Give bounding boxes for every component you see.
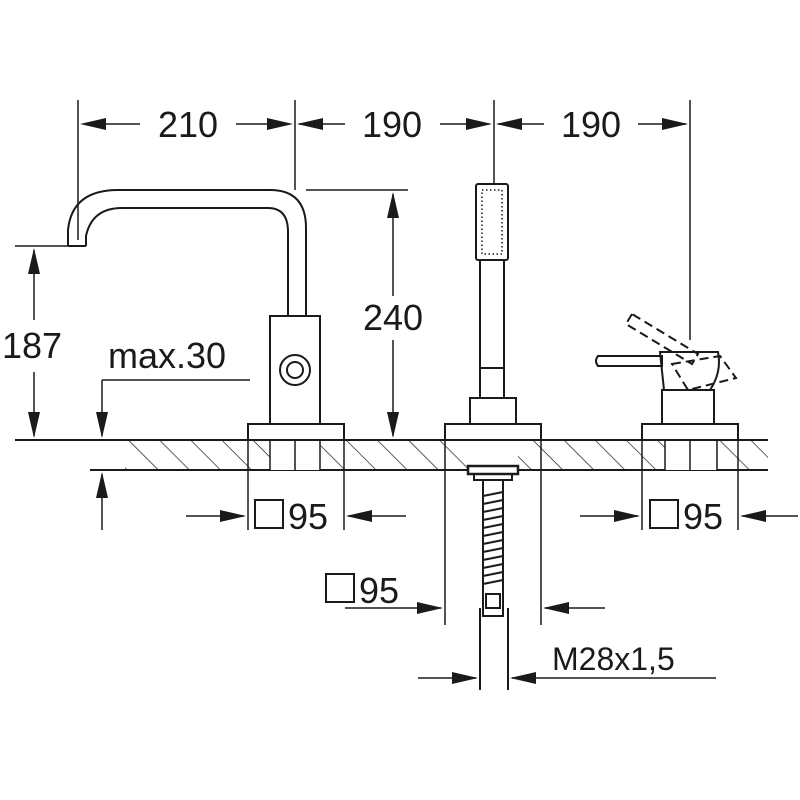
spout-height-dimension bbox=[15, 245, 68, 438]
square-symbol-right bbox=[649, 499, 679, 529]
fixing-nut bbox=[466, 464, 520, 476]
dim-spout-height: 187 bbox=[2, 325, 62, 366]
dim-width-right: 190 bbox=[561, 104, 621, 145]
base-handshower-dimension bbox=[325, 440, 605, 625]
hand-shower-handle bbox=[479, 259, 505, 399]
dim-base-right: 95 bbox=[683, 496, 723, 537]
mixer-lever-open-outline bbox=[624, 312, 700, 366]
top-dimension-line bbox=[77, 100, 688, 240]
base-right-dimension bbox=[580, 440, 798, 530]
dim-thread: M28x1,5 bbox=[552, 641, 675, 677]
total-height-dimension bbox=[306, 189, 408, 438]
dim-deck-thickness: max.30 bbox=[108, 335, 226, 376]
spout-body bbox=[269, 315, 321, 425]
square-symbol-handshower bbox=[325, 573, 355, 603]
hand-shower-spray-face bbox=[481, 189, 503, 255]
dim-base-handshower: 95 bbox=[359, 570, 399, 611]
mixer-body bbox=[661, 389, 715, 425]
hand-shower-head bbox=[475, 183, 509, 261]
deck-thickness-dimension bbox=[96, 379, 250, 530]
hand-shower-base bbox=[444, 423, 542, 441]
base-left-dimension bbox=[186, 440, 406, 530]
thread-dimension bbox=[418, 672, 716, 684]
dim-width-left: 210 bbox=[158, 104, 218, 145]
hand-shower-holder bbox=[469, 397, 517, 425]
deck-hatch bbox=[125, 440, 768, 470]
thread-marks bbox=[482, 491, 504, 585]
mixer-lever bbox=[595, 355, 663, 367]
deck-hole-right bbox=[665, 440, 717, 470]
mixer-base bbox=[641, 423, 739, 441]
spout-knob bbox=[279, 354, 311, 386]
spout-base bbox=[247, 423, 345, 441]
spout-assembly bbox=[67, 100, 345, 470]
deck-section bbox=[15, 439, 768, 471]
mixer-assembly bbox=[595, 100, 739, 470]
dim-base-left: 95 bbox=[288, 496, 328, 537]
hand-shower-assembly bbox=[444, 100, 542, 690]
dim-total-height: 240 bbox=[363, 297, 423, 338]
dim-width-mid: 190 bbox=[362, 104, 422, 145]
square-symbol-left bbox=[254, 499, 284, 529]
